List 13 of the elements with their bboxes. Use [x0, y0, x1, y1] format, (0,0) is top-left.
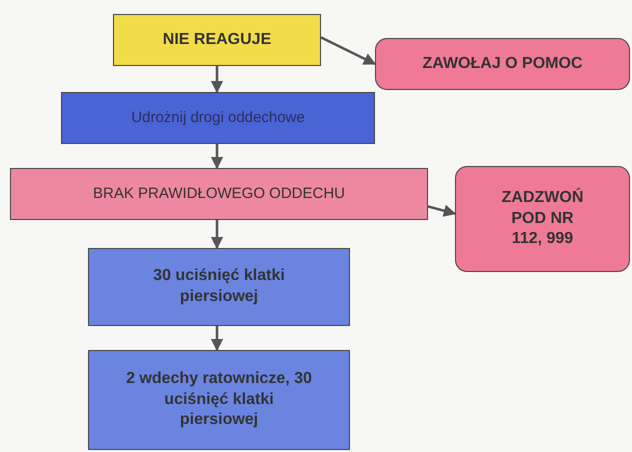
process-box: 30 uciśnięć klatki piersiowej [88, 248, 350, 326]
alert-box: ZADZWOŃ POD NR 112, 999 [455, 166, 630, 272]
condition-box: BRAK PRAWIDŁOWEGO ODDECHU [10, 168, 428, 220]
arrow [320, 36, 376, 66]
arrow [428, 204, 456, 217]
process-box: 2 wdechy ratownicze, 30 uciśnięć klatki piersiowej [88, 350, 350, 450]
arrow [210, 326, 224, 352]
arrow [210, 220, 224, 250]
arrow [210, 144, 224, 170]
arrow [210, 66, 224, 94]
start-box: NIE REAGUJE [113, 14, 321, 66]
alert-box: ZAWOŁAJ O POMOC [375, 38, 630, 90]
process-box: Udrożnij drogi oddechowe [61, 92, 375, 144]
